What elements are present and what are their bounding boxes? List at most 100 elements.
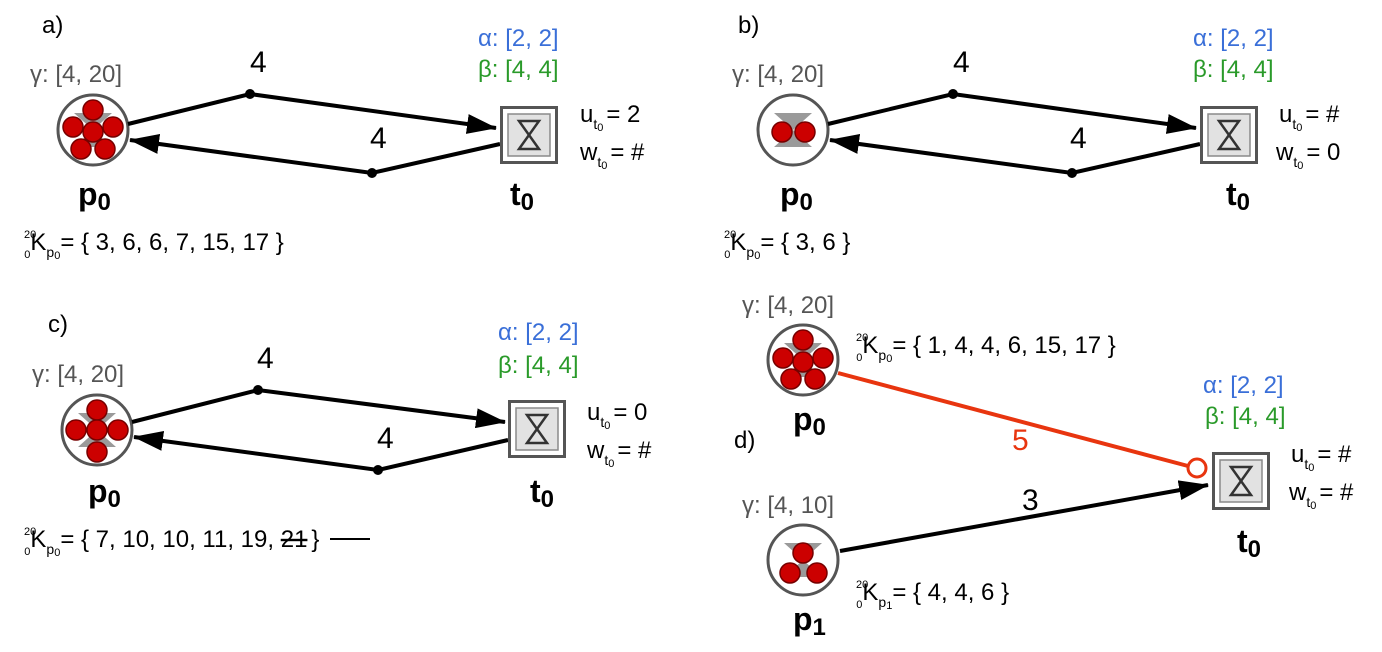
w-label: wt0= 0 xyxy=(1275,139,1340,172)
hourglass-transition-icon[interactable] xyxy=(508,400,566,458)
arc-bend-point xyxy=(373,465,383,475)
arc-in xyxy=(133,430,509,473)
hourglass-icon xyxy=(74,113,112,147)
beta-label: β: [4, 4] xyxy=(1205,403,1286,430)
panel-a: a) α: [2, 2] β: [4, 4] γ: [4, 20] p0 4 4… xyxy=(24,12,645,262)
transition-name: t0 xyxy=(510,176,534,216)
red-token-icon xyxy=(772,347,794,369)
gamma-label: γ: [4, 20] xyxy=(732,61,824,88)
gamma-label: γ: [4, 20] xyxy=(32,361,124,388)
tokens xyxy=(65,399,129,463)
arc-out xyxy=(827,91,1197,134)
tokens xyxy=(772,329,834,390)
arc-in xyxy=(829,134,1201,176)
panel-b: b) α: [2, 2] β: [4, 4] γ: [4, 20] p0 4 4… xyxy=(724,12,1340,262)
arc-out-weight: 4 xyxy=(250,46,267,79)
transition-name: t0 xyxy=(1237,523,1261,563)
beta-label: β: [4, 4] xyxy=(1193,56,1274,83)
arc-in-weight: 4 xyxy=(377,422,394,455)
hourglass-transition-icon[interactable] xyxy=(1200,106,1258,164)
red-token-icon xyxy=(70,138,92,160)
red-token-icon xyxy=(792,542,814,564)
arc-p1-to-t0 xyxy=(839,480,1209,553)
circle-place-icon xyxy=(756,93,830,167)
inhibitor-weight: 5 xyxy=(1012,424,1029,457)
transition-name: t0 xyxy=(1226,176,1250,216)
hourglass-transition-icon[interactable] xyxy=(500,106,558,164)
place-name: p0 xyxy=(88,473,121,513)
gamma-label: γ: [4, 20] xyxy=(30,61,122,88)
red-token-icon xyxy=(82,121,104,143)
arc-bend-point xyxy=(1067,168,1077,178)
panel-c: c) α: [2, 2] β: [4, 4] γ: [4, 20] p0 4 4… xyxy=(24,311,652,559)
red-token-icon xyxy=(794,121,816,143)
panel-b-label: b) xyxy=(738,12,759,39)
panel-d-label: d) xyxy=(734,427,755,454)
place-p0[interactable] xyxy=(60,393,134,467)
red-token-icon xyxy=(82,99,104,121)
red-token-icon xyxy=(806,562,828,584)
red-token-icon xyxy=(102,116,124,138)
red-token-icon xyxy=(792,329,814,351)
hourglass-icon xyxy=(784,343,822,377)
panel-a-label: a) xyxy=(42,12,63,39)
red-token-icon xyxy=(94,138,116,160)
red-token-icon xyxy=(792,351,814,373)
inhibitor-circle-icon xyxy=(1186,457,1208,479)
tokens xyxy=(62,99,124,160)
red-token-icon xyxy=(812,347,834,369)
w-label: wt0= # xyxy=(579,139,645,172)
beta-label: β: [4, 4] xyxy=(498,352,579,379)
place-p1[interactable] xyxy=(766,523,840,597)
hourglass-transition-icon[interactable] xyxy=(1212,452,1270,510)
arc-out xyxy=(131,387,506,429)
hourglass-icon xyxy=(78,413,116,447)
arc-bend-point xyxy=(253,385,263,395)
place-p0-name: p0 xyxy=(793,401,826,441)
inhibitor-arc xyxy=(837,371,1189,468)
red-token-icon xyxy=(804,368,826,390)
alpha-label: α: [2, 2] xyxy=(498,319,579,346)
red-token-icon xyxy=(86,399,108,421)
arc-bend-point xyxy=(367,168,377,178)
place-name: p0 xyxy=(78,176,111,216)
red-token-icon xyxy=(107,419,129,441)
tokens xyxy=(779,542,828,584)
w-label: wt0= # xyxy=(1288,479,1354,512)
arc-out xyxy=(127,91,497,134)
beta-label: β: [4, 4] xyxy=(478,56,559,83)
red-token-icon xyxy=(62,116,84,138)
alpha-label: α: [2, 2] xyxy=(1193,25,1274,52)
panel-d: d) α: [2, 2] β: [4, 4] γ: [4, 20] γ: [4,… xyxy=(734,292,1354,641)
arc-in-weight: 4 xyxy=(370,122,387,155)
alpha-label: α: [2, 2] xyxy=(1203,372,1284,399)
u-label: ut0= # xyxy=(1291,441,1352,474)
panel-c-label: c) xyxy=(48,311,68,338)
u-label: ut0= 2 xyxy=(580,101,640,134)
red-token-icon xyxy=(86,441,108,463)
red-token-icon xyxy=(86,419,108,441)
red-token-icon xyxy=(780,368,802,390)
arc-p1-weight: 3 xyxy=(1022,484,1039,517)
place-p1-name: p1 xyxy=(793,601,826,641)
place-p0[interactable] xyxy=(56,93,130,167)
alpha-label: α: [2, 2] xyxy=(478,25,559,52)
transition-name: t0 xyxy=(530,473,554,513)
u-label: ut0= # xyxy=(1279,101,1340,134)
struck-value: 21 xyxy=(281,526,308,553)
place-p0[interactable] xyxy=(766,323,840,397)
arc-in-weight: 4 xyxy=(1070,122,1087,155)
arc-in xyxy=(129,134,501,176)
place-p0[interactable] xyxy=(756,93,830,167)
place-name: p0 xyxy=(780,176,813,216)
arc-out-weight: 4 xyxy=(953,46,970,79)
w-label: wt0= # xyxy=(586,437,652,470)
gamma-p1-label: γ: [4, 10] xyxy=(742,492,834,519)
arc-bend-point xyxy=(948,89,958,99)
